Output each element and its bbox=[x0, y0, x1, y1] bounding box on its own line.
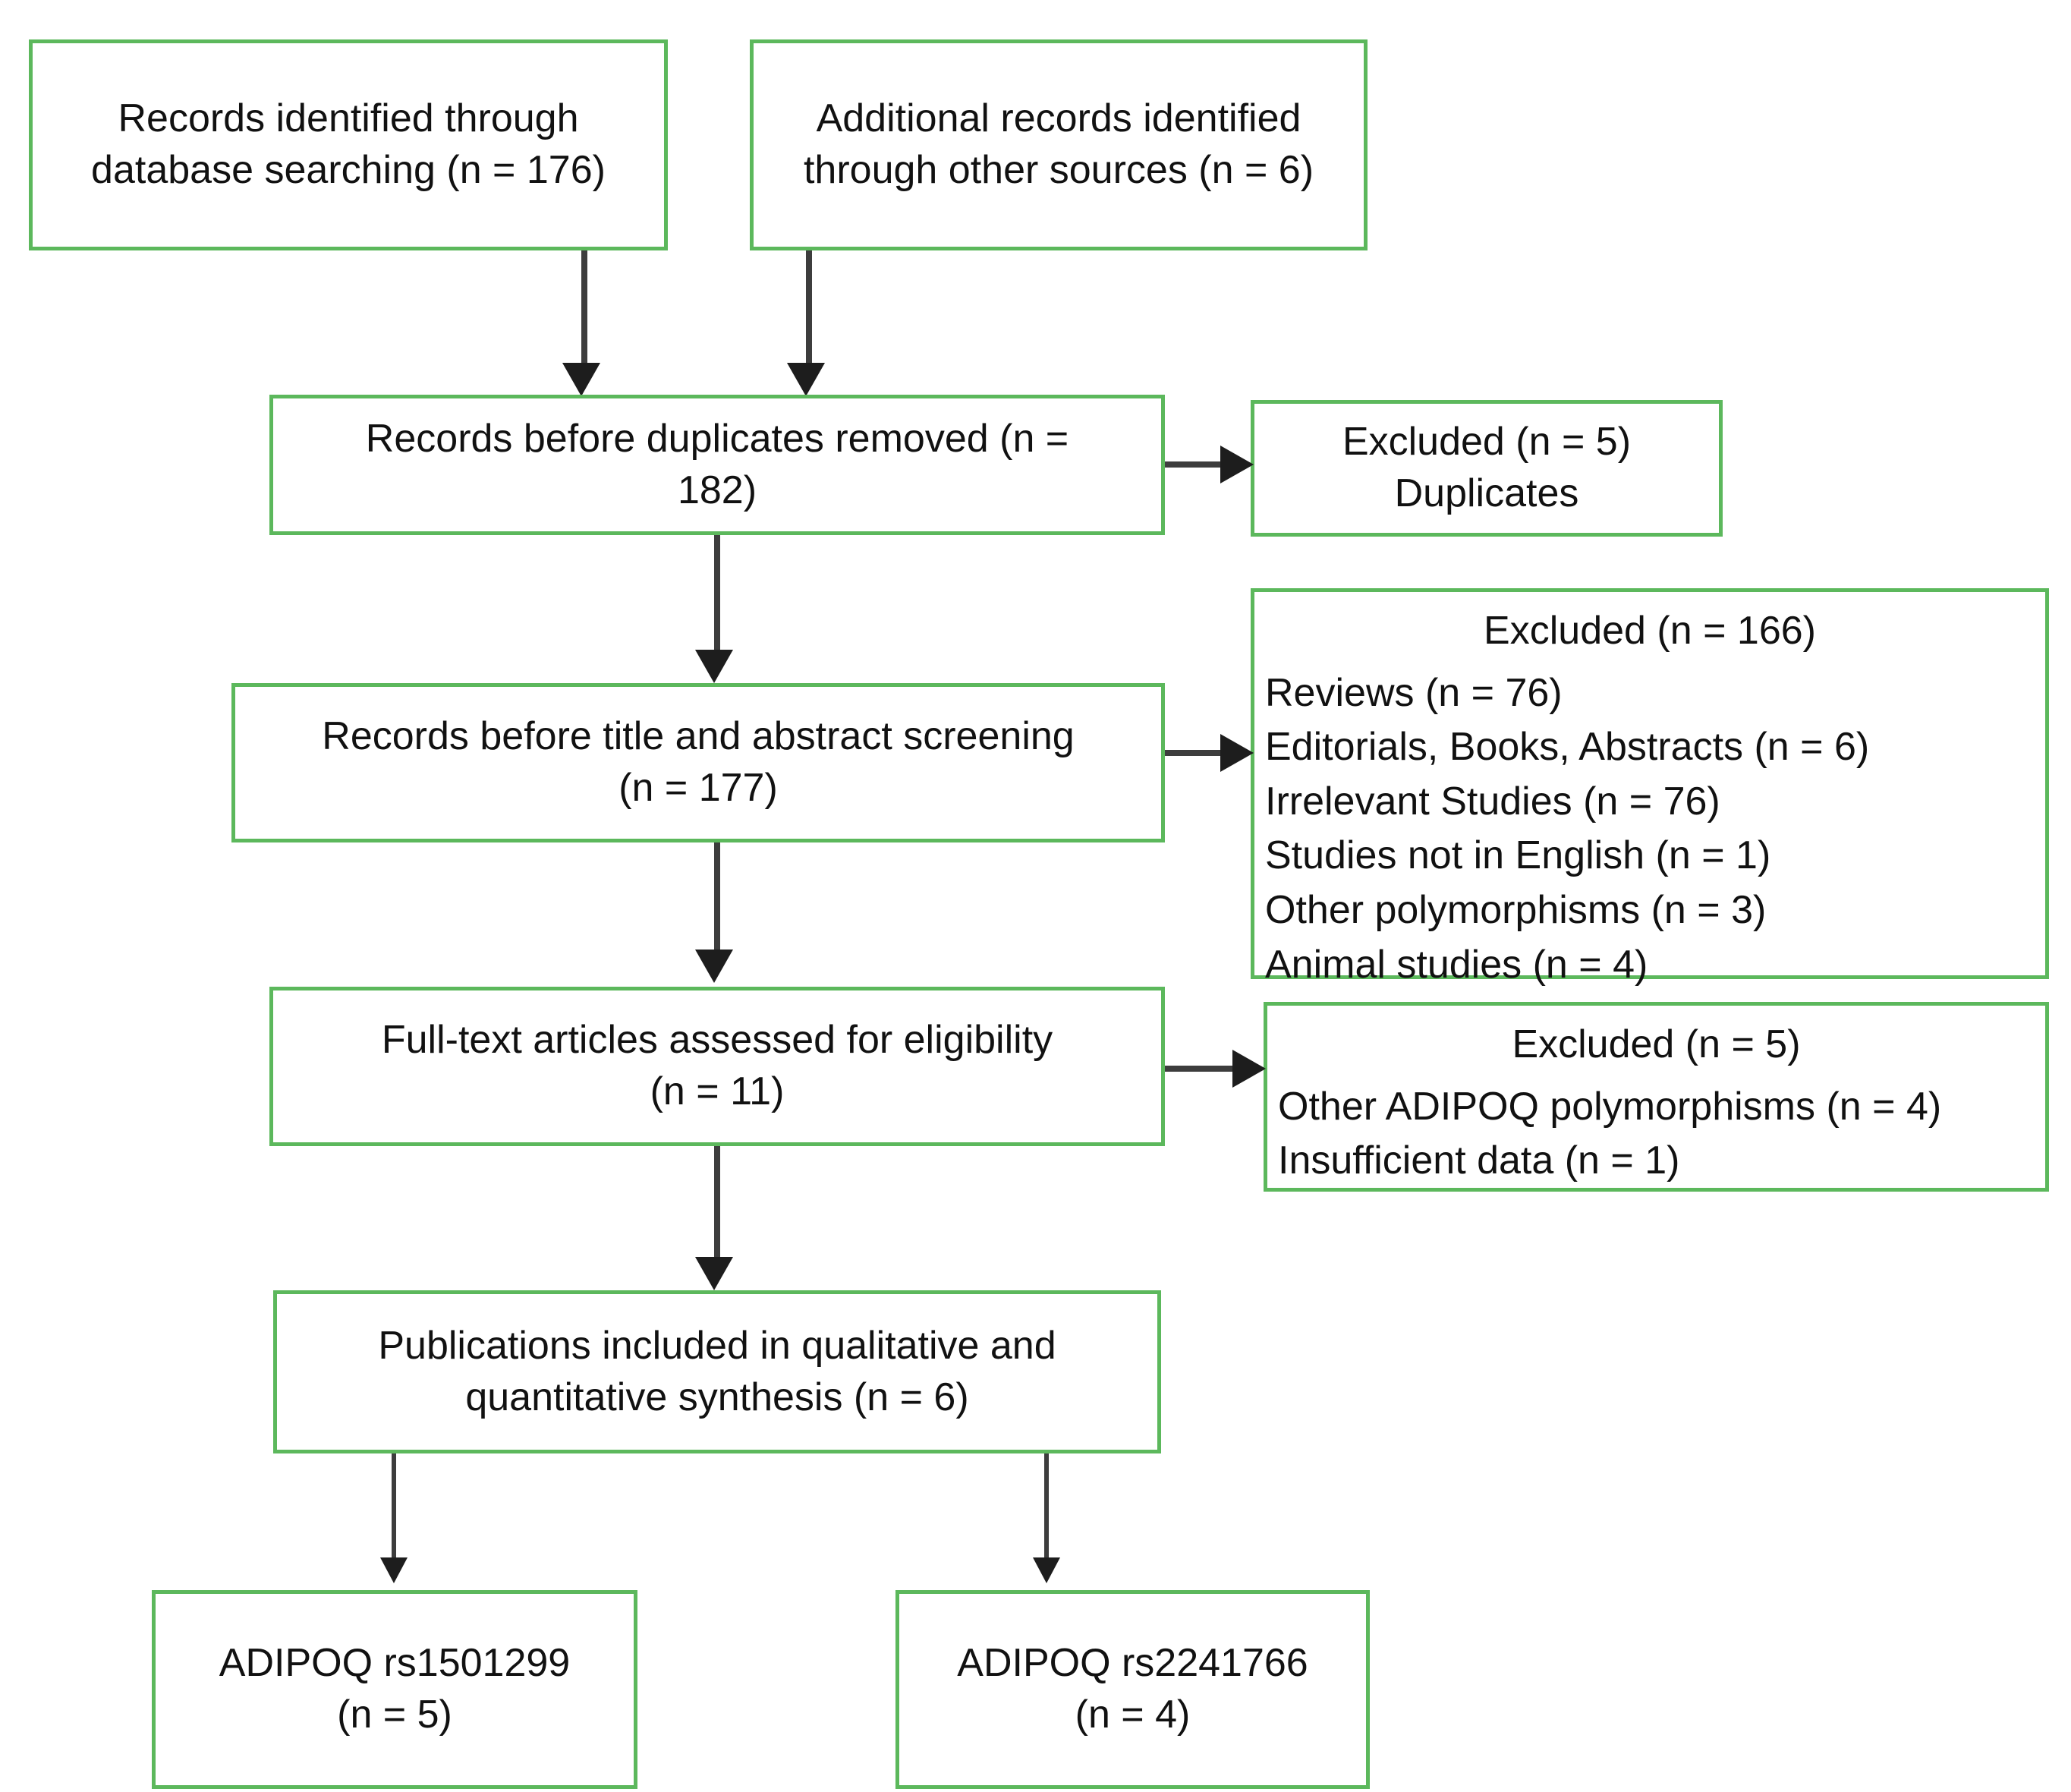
box-line-1: ADIPOQ rs1501299 bbox=[219, 1641, 571, 1686]
box-line-1: ADIPOQ rs2241766 bbox=[957, 1641, 1308, 1686]
arrowhead-included-to-rs2241766 bbox=[1033, 1557, 1060, 1583]
connector-other-to-duplicates bbox=[806, 250, 812, 366]
box-line-2: (n = 4) bbox=[1075, 1693, 1191, 1737]
connector-duplicates-to-excluded bbox=[1165, 461, 1226, 468]
box-outcome-rs1501299: ADIPOQ rs1501299 (n = 5) bbox=[152, 1590, 637, 1789]
box-line-2: through other sources (n = 6) bbox=[803, 148, 1314, 192]
arrowhead-duplicates-to-excluded bbox=[1220, 446, 1254, 483]
box-line-2: (n = 177) bbox=[618, 766, 778, 810]
excluded-reason-item: Reviews (n = 76) bbox=[1265, 670, 1563, 715]
box-records-identified-database: Records identified through database sear… bbox=[29, 39, 668, 250]
excluded-reason-item: Studies not in English (n = 1) bbox=[1265, 833, 1771, 878]
box-records-identified-other-sources: Additional records identified through ot… bbox=[750, 39, 1368, 250]
box-excluded-screening-reasons: Excluded (n = 166) Reviews (n = 76) Edit… bbox=[1251, 588, 2049, 987]
box-publications-included-synthesis: Publications included in qualitative and… bbox=[273, 1290, 1161, 1453]
arrowhead-included-to-rs1501299 bbox=[380, 1557, 408, 1583]
connector-screening-to-excluded bbox=[1165, 750, 1226, 756]
box-line-2: 182) bbox=[677, 468, 757, 512]
box-line-2: Duplicates bbox=[1394, 471, 1579, 515]
excluded-reason-item: Irrelevant Studies (n = 76) bbox=[1265, 779, 1720, 824]
box-fulltext-assessed-eligibility: Full-text articles assessed for eligibil… bbox=[269, 987, 1165, 1146]
box-line-1: Additional records identified bbox=[816, 96, 1301, 141]
box-records-before-title-abstract-screening: Records before title and abstract screen… bbox=[231, 683, 1165, 842]
box-line-1: Records before duplicates removed (n = bbox=[365, 416, 1069, 461]
arrowhead-fulltext-to-excluded bbox=[1232, 1050, 1266, 1088]
box-line-2: (n = 11) bbox=[650, 1069, 785, 1113]
box-line-2: (n = 5) bbox=[337, 1693, 452, 1737]
box-line-2: database searching (n = 176) bbox=[91, 148, 606, 192]
box-line-1: Publications included in qualitative and bbox=[378, 1323, 1056, 1368]
excluded-screening-header: Excluded (n = 166) bbox=[1484, 609, 1816, 653]
arrowhead-screening-to-excluded bbox=[1220, 734, 1254, 772]
arrowhead-database-to-duplicates bbox=[562, 363, 600, 396]
box-line-1: Records identified through bbox=[118, 96, 579, 141]
box-excluded-fulltext-reasons: Excluded (n = 5) Other ADIPOQ polymorphi… bbox=[1264, 1002, 2049, 1192]
arrowhead-duplicates-to-screening bbox=[695, 650, 733, 683]
connector-included-to-rs1501299 bbox=[392, 1453, 396, 1560]
box-line-2: quantitative synthesis (n = 6) bbox=[465, 1375, 969, 1419]
connector-duplicates-to-screening bbox=[714, 535, 720, 653]
box-records-before-duplicates-removed: Records before duplicates removed (n = 1… bbox=[269, 395, 1165, 535]
connector-fulltext-to-excluded bbox=[1165, 1066, 1238, 1072]
connector-fulltext-to-included bbox=[714, 1146, 720, 1260]
excluded-reason-item: Other ADIPOQ polymorphisms (n = 4) bbox=[1278, 1084, 1942, 1129]
excluded-reason-item: Animal studies (n = 4) bbox=[1265, 942, 1648, 987]
excluded-reason-item: Editorials, Books, Abstracts (n = 6) bbox=[1265, 725, 1870, 770]
box-line-1: Full-text articles assessed for eligibil… bbox=[381, 1018, 1053, 1063]
connector-included-to-rs2241766 bbox=[1044, 1453, 1049, 1560]
box-outcome-rs2241766: ADIPOQ rs2241766 (n = 4) bbox=[895, 1590, 1370, 1789]
arrowhead-screening-to-fulltext bbox=[695, 950, 733, 983]
arrowhead-fulltext-to-included bbox=[695, 1257, 733, 1290]
arrowhead-other-to-duplicates bbox=[787, 363, 825, 396]
box-excluded-duplicates: Excluded (n = 5) Duplicates bbox=[1251, 400, 1723, 537]
excluded-reason-item: Other polymorphisms (n = 3) bbox=[1265, 887, 1767, 932]
connector-database-to-duplicates bbox=[581, 250, 587, 366]
box-line-1: Excluded (n = 5) bbox=[1342, 420, 1632, 465]
box-line-1: Records before title and abstract screen… bbox=[322, 714, 1075, 759]
excluded-fulltext-header: Excluded (n = 5) bbox=[1512, 1022, 1801, 1066]
excluded-reason-item: Insufficient data (n = 1) bbox=[1278, 1139, 1680, 1183]
connector-screening-to-fulltext bbox=[714, 842, 720, 953]
